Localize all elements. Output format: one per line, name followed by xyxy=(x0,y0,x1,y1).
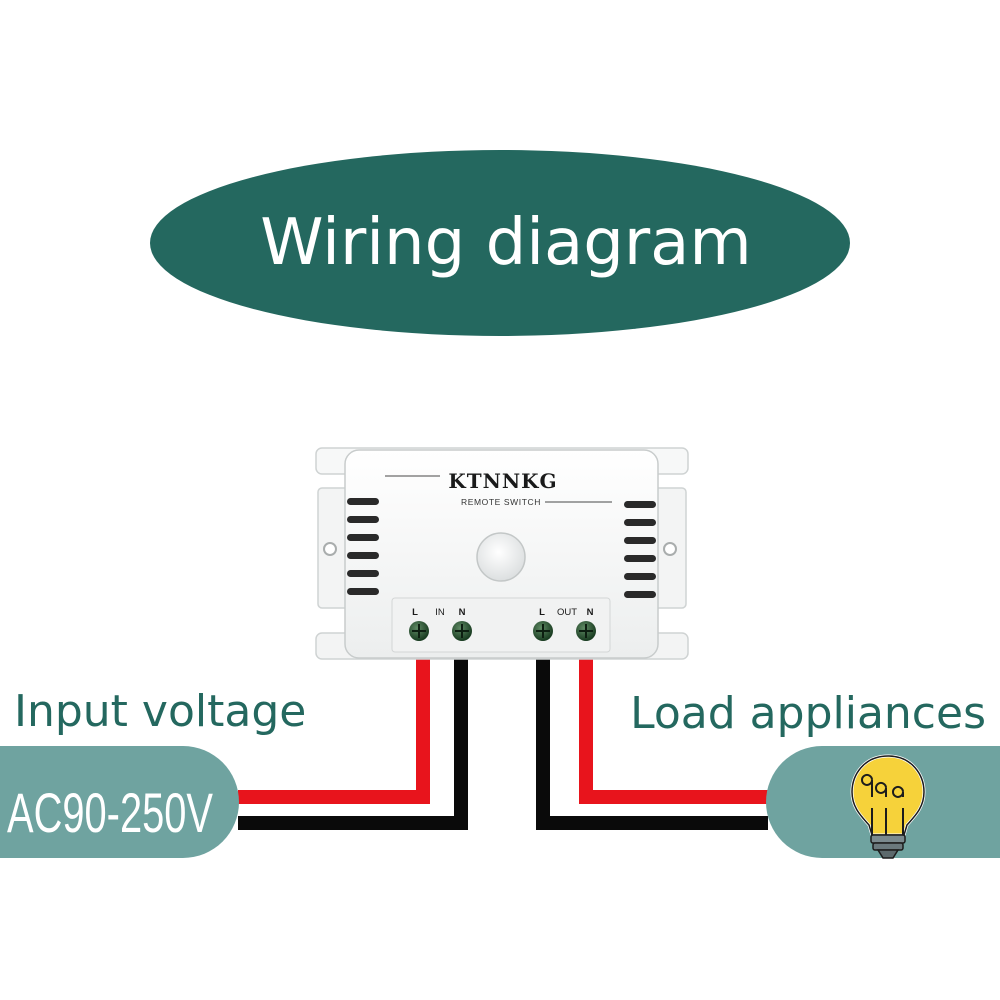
output-wires xyxy=(536,640,768,830)
vent-slot xyxy=(347,570,379,577)
input-l-label: L xyxy=(412,607,418,618)
input-group-label: IN xyxy=(435,607,445,618)
input-voltage-pill xyxy=(0,746,239,858)
pairing-button[interactable] xyxy=(476,532,526,582)
vent-slot xyxy=(624,519,656,526)
terminal-screw-output-n xyxy=(576,621,596,641)
right-vents xyxy=(624,501,656,598)
vent-slot xyxy=(347,516,379,523)
output-neutral-wire xyxy=(536,640,768,830)
title-pill xyxy=(150,150,850,336)
output-n-label: N xyxy=(587,607,594,618)
title-banner: Wiring diagram xyxy=(150,150,850,336)
input-voltage-label: Input voltage xyxy=(14,686,306,737)
input-voltage-value: AC90-250V xyxy=(7,781,213,844)
left-vents xyxy=(347,498,379,595)
terminal-screw-input-l xyxy=(409,621,429,641)
load-appliances-label: Load appliances xyxy=(630,688,986,739)
vent-slot xyxy=(624,501,656,508)
input-wires xyxy=(238,640,468,830)
input-neutral-wire xyxy=(238,640,468,830)
terminal-block xyxy=(391,597,611,653)
vent-slot xyxy=(347,552,379,559)
vent-slot xyxy=(624,537,656,544)
output-section: Load appliances xyxy=(630,688,1000,859)
brand-name: KTNNKG xyxy=(448,469,557,493)
input-n-label: N xyxy=(459,607,466,618)
light-bulb-icon xyxy=(850,754,926,859)
terminal-screw-output-l xyxy=(533,621,553,641)
terminal-screw-input-n xyxy=(452,621,472,641)
vent-slot xyxy=(624,573,656,580)
left-mount-hole xyxy=(323,542,337,556)
output-group-label: OUT xyxy=(557,607,577,618)
vent-slot xyxy=(624,591,656,598)
vent-slot xyxy=(624,555,656,562)
input-section: Input voltage AC90-250V xyxy=(0,686,306,858)
vent-slot xyxy=(347,534,379,541)
title-text: Wiring diagram xyxy=(260,206,751,280)
remote-switch-device: KTNNKG REMOTE SWITCH L IN N L OUT N xyxy=(315,447,689,660)
output-live-wire xyxy=(579,640,768,804)
vent-slot xyxy=(347,498,379,505)
vent-slot xyxy=(347,588,379,595)
input-live-wire xyxy=(238,640,430,804)
right-mount-hole xyxy=(663,542,677,556)
brand-subtitle: REMOTE SWITCH xyxy=(461,497,541,507)
output-l-label: L xyxy=(539,607,545,618)
